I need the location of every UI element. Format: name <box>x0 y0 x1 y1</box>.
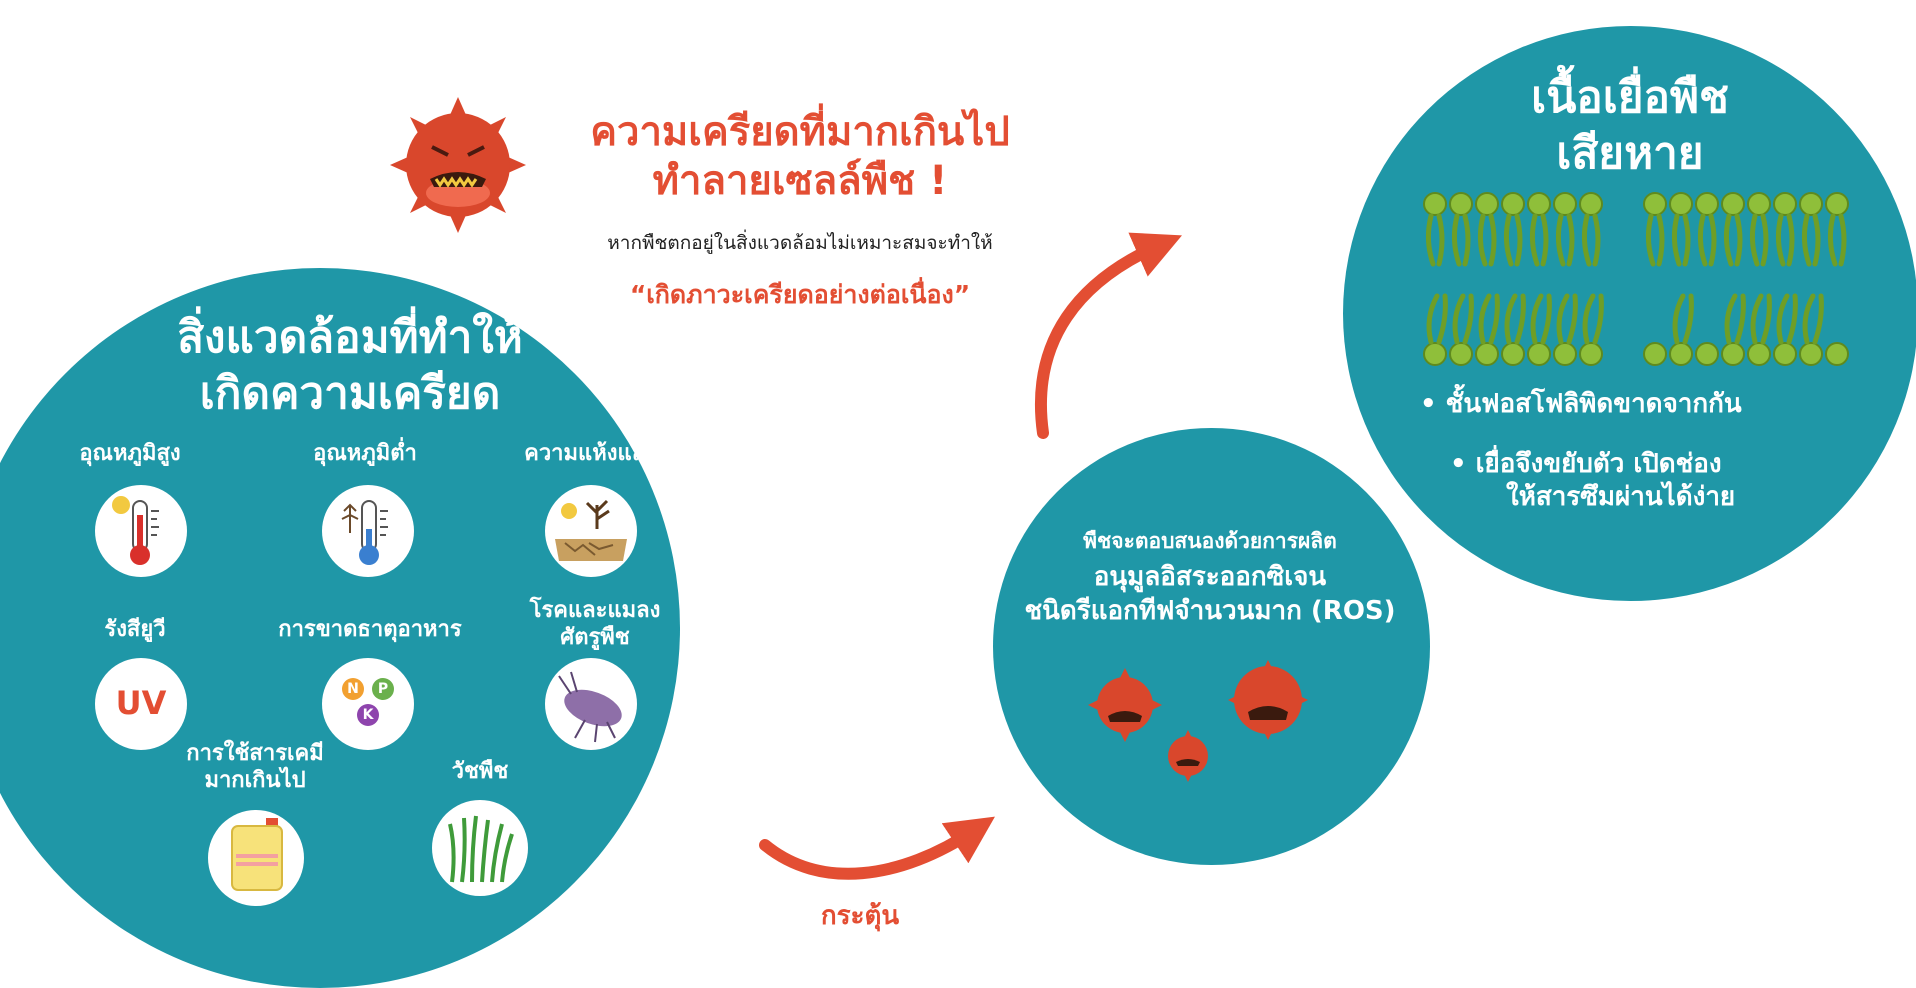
cold-thermometer-icon <box>322 485 414 577</box>
factor-label-drought: ความแห้งแล้ง <box>524 441 656 466</box>
npk-k-icon: K <box>357 704 379 726</box>
factor-label-uv: รังสียูวี <box>104 617 166 642</box>
headline-subtitle: หากพืชตกอยู่ในสิ่งแวดล้อมไม่เหมาะสมจะทำใ… <box>607 232 993 254</box>
environment-stress-circle <box>0 268 680 988</box>
ros-monster-small-left <box>1088 668 1162 742</box>
uv-icon-text: UV <box>115 684 167 722</box>
damage-bullet-2: • เยื่อจึงขยับตัว เปิดช่อง ให้สารซึมผ่าน… <box>1450 448 1830 514</box>
drought-icon <box>545 485 637 577</box>
factor-label-chemical: การใช้สารเคมี มากเกินไป <box>160 740 350 794</box>
factor-label-nutrient: การขาดธาตุอาหาร <box>278 617 462 642</box>
factor-label-pest-line1: โรคและแมลง <box>529 598 661 623</box>
factor-label-weed: วัชพืช <box>451 759 509 784</box>
flow-arrows <box>759 232 1182 880</box>
insect-pest-icon <box>545 658 637 750</box>
damage-title: เนื้อเยื่อพืช เสียหาย <box>1430 70 1830 182</box>
headline: ความเครียดที่มากเกินไป ทำลายเซลล์พืช ! <box>540 108 1060 206</box>
factor-label-pest: โรคและแมลง ศัตรูพืช <box>515 597 675 651</box>
weed-grass-icon <box>432 800 528 896</box>
ros-monsters-icon <box>1088 660 1308 782</box>
npk-n-icon: N <box>342 678 364 700</box>
factor-label-chemical-line1: การใช้สารเคมี <box>186 741 324 766</box>
environment-title: สิ่งแวดล้อมที่ทำให้ เกิดความเครียด <box>130 310 570 422</box>
factor-label-low-temp: อุณหภูมิต่ำ <box>313 441 417 466</box>
npk-p-icon: P <box>372 678 394 700</box>
arrow-to-ros <box>759 816 995 880</box>
environment-title-line1: สิ่งแวดล้อมที่ทำให้ <box>177 312 523 363</box>
ros-text-line2: อนุมูลอิสระออกซิเจน <box>1093 562 1327 592</box>
hot-thermometer-icon <box>95 485 187 577</box>
damage-title-line2: เสียหาย <box>1556 128 1704 179</box>
headline-quote: “เกิดภาวะเครียดอย่างต่อเนื่อง” <box>629 280 971 309</box>
damage-bullet-2-line1: • เยื่อจึงขยับตัว เปิดช่อง <box>1450 449 1722 479</box>
nutrient-npk-icon: N P K <box>322 658 414 750</box>
environment-title-line2: เกิดความเครียด <box>199 368 501 419</box>
stress-monster-icon <box>390 97 526 233</box>
uv-icon: UV <box>95 658 187 750</box>
factor-label-chemical-line2: มากเกินไป <box>204 768 306 793</box>
chemical-container-icon <box>208 810 304 906</box>
damage-title-line1: เนื้อเยื่อพืช <box>1531 72 1729 123</box>
arrow-label-trigger: กระตุ้น <box>820 901 900 931</box>
ros-text-main: อนุมูลอิสระออกซิเจน ชนิดรีแอกทีฟจำนวนมาก… <box>1000 560 1420 628</box>
arrow-up-to-damage <box>1034 232 1182 439</box>
ros-circle <box>993 428 1430 865</box>
ros-text-line1: พืชจะตอบสนองด้วยการผลิต <box>1083 529 1337 553</box>
damaged-membrane-icon <box>1423 192 1849 366</box>
headline-line2: ทำลายเซลล์พืช ! <box>652 158 948 204</box>
damage-bullet-2-line2: ให้สารซึมผ่านได้ง่าย <box>1506 482 1736 512</box>
factor-label-high-temp: อุณหภูมิสูง <box>79 441 181 466</box>
ros-monster-large-right <box>1228 660 1308 740</box>
factor-label-pest-line2: ศัตรูพืช <box>560 625 630 650</box>
ros-text-line3: ชนิดรีแอกทีฟจำนวนมาก (ROS) <box>1024 596 1396 626</box>
damage-bullet-1: • ชั้นฟอสโฟลิพิดขาดจากกัน <box>1420 389 1742 419</box>
ros-monster-tiny <box>1168 730 1208 782</box>
headline-line1: ความเครียดที่มากเกินไป <box>590 109 1010 155</box>
